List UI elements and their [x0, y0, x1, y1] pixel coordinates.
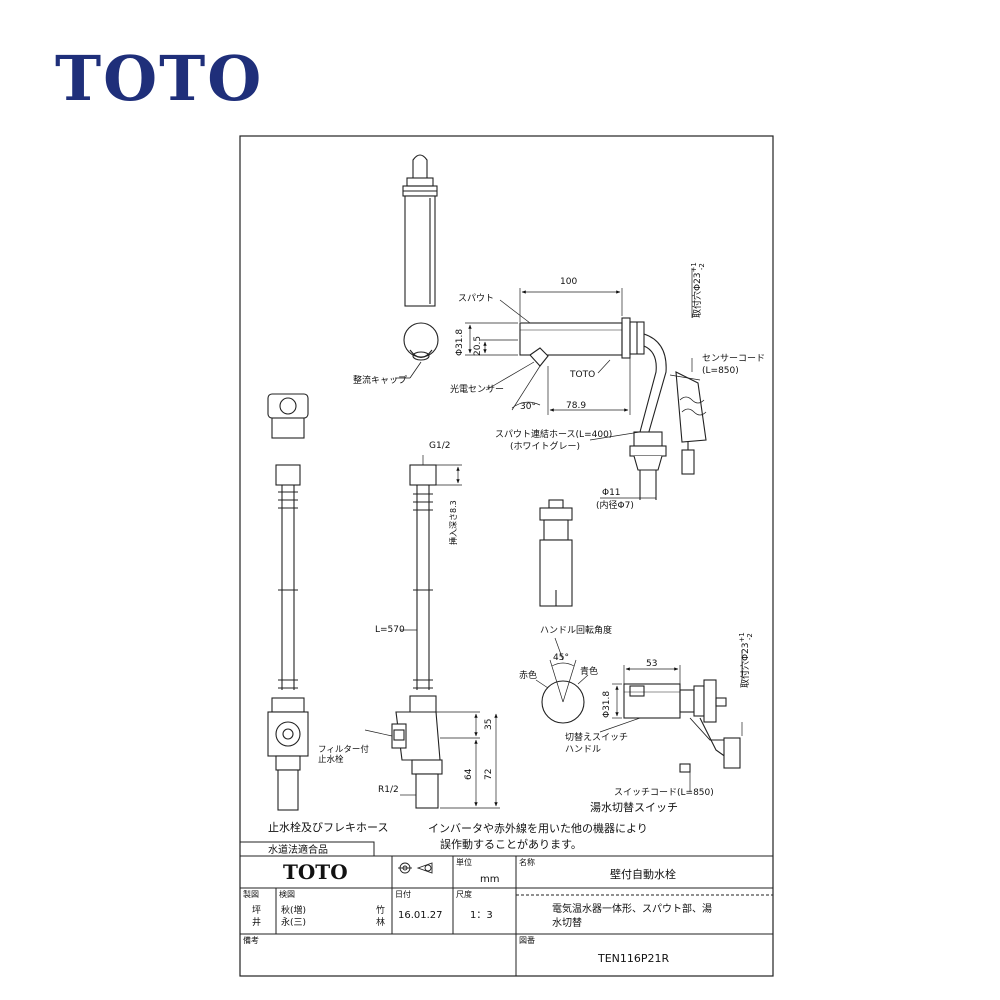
center-valve-group [391, 464, 443, 809]
sensor-cord-label-1: センサーコード [702, 353, 765, 364]
scale-label: 尺度 [456, 889, 472, 899]
switch-handle-label-1: 切替えスイッチ [565, 731, 628, 743]
hose-label-1: スパウト連結ホース(L=400) [495, 428, 612, 440]
switch-angle: 45° [553, 653, 569, 663]
spout-group [519, 317, 707, 500]
approved-2: 林 [376, 916, 385, 928]
spout-dimensions [465, 268, 701, 499]
checked-2: 永(三) [281, 916, 306, 928]
desc-line-2: 水切替 [552, 916, 582, 929]
spout-length-dim: 100 [560, 277, 577, 287]
blue-label: 青色 [580, 665, 598, 677]
dim-64: 64 [464, 768, 474, 780]
brand-logo: TOTO [55, 42, 264, 115]
center-valve-dimensions [364, 455, 500, 809]
sensor-cord-label-2: (L=850) [702, 366, 739, 376]
valve-caption: 止水栓及びフレキホース [268, 820, 388, 834]
remarks-label: 備考 [243, 935, 259, 945]
checked-1: 秋(増) [281, 904, 306, 916]
thread-top-label: G1/2 [429, 441, 450, 451]
dim-72: 72 [484, 769, 494, 780]
hose-dia-1: Φ11 [602, 488, 621, 498]
title-block-logo: TOTO [283, 860, 348, 884]
drawn-label: 製図 [243, 889, 259, 899]
unit-label: 単位 [456, 857, 472, 867]
date-label: 日付 [395, 889, 411, 899]
drawn-1: 坪 [252, 905, 261, 916]
switch-mount-hole: 取付穴Φ23+1-2 [738, 632, 754, 688]
switch-mount-hole-text: 取付穴Φ23 [739, 642, 751, 688]
spout-dia-dim: Φ31.8 [455, 329, 465, 356]
filter-label-2: 止水栓 [318, 754, 344, 765]
name-value: 壁付自動水栓 [610, 867, 676, 881]
aerator-label: 整流キャップ [353, 374, 407, 386]
drawing-no: TEN116P21R [597, 952, 670, 965]
spout-mount-tol-lower: -2 [698, 263, 706, 270]
switch-mount-tol-upper: +1 [738, 632, 746, 642]
handle-angle-label: ハンドル回転角度 [540, 624, 612, 636]
switch-caption: 湯水切替スイッチ [590, 800, 678, 814]
spout-mount-hole-text: 取付穴Φ23 [691, 272, 703, 318]
thread-bottom-label: R1/2 [378, 785, 399, 795]
sensor-label: 光電センサー [450, 383, 504, 395]
switch-dimensions [535, 637, 743, 792]
hose-length-label: L=570 [375, 625, 405, 635]
spout-mount-tol-upper: +1 [690, 262, 698, 272]
hose-dia-2: (内径Φ7) [596, 499, 634, 511]
checked-label: 検図 [279, 889, 295, 899]
switch-mount-tol-lower: -2 [746, 633, 754, 640]
spout-label: スパウト [458, 293, 494, 304]
hose-label-2: (ホワイトグレー) [510, 440, 580, 452]
date-value: 16.01.27 [398, 910, 443, 921]
left-valve-group [267, 393, 309, 811]
drawing-frame [239, 135, 774, 977]
spout-reach-dim: 78.9 [566, 401, 586, 411]
switch-cartridge-group [539, 499, 573, 607]
spout-height-dim: 20.5 [473, 336, 483, 356]
note-line-2: 誤作動することがあります。 [440, 837, 582, 851]
switch-cord-label: スイッチコード(L=850) [614, 787, 714, 798]
drawing-no-label: 図番 [519, 935, 535, 945]
switch-handle-label-2: ハンドル [565, 745, 601, 755]
drawn-2: 井 [252, 916, 261, 928]
aerator-group [395, 154, 439, 379]
switch-dia-dim: Φ31.8 [602, 691, 612, 718]
insert-depth-label: 挿入深さ8.3 [448, 500, 458, 545]
spout-mount-hole: 取付穴Φ23+1-2 [690, 262, 706, 318]
note-line-1: インバータや赤外線を用いた他の機器により [428, 821, 648, 835]
unit-value: mm [480, 874, 499, 885]
red-label: 赤色 [519, 669, 537, 681]
scale-value: 1：3 [470, 910, 493, 921]
projection-symbol [398, 862, 433, 874]
switch-group [541, 659, 741, 773]
switch-length-dim: 53 [646, 659, 657, 669]
title-block-lines [239, 841, 773, 976]
desc-line-1: 電気温水器一体形、スパウト部、湯 [552, 902, 712, 915]
spout-angle-dim: 30° [520, 402, 536, 412]
toto-mark: TOTO [569, 370, 595, 380]
dim-35: 35 [484, 719, 494, 730]
approved-1: 竹 [376, 904, 385, 916]
water-law-label: 水道法適合品 [268, 843, 328, 856]
name-label: 名称 [519, 857, 535, 867]
filter-label-1: フィルター付 [318, 744, 369, 755]
